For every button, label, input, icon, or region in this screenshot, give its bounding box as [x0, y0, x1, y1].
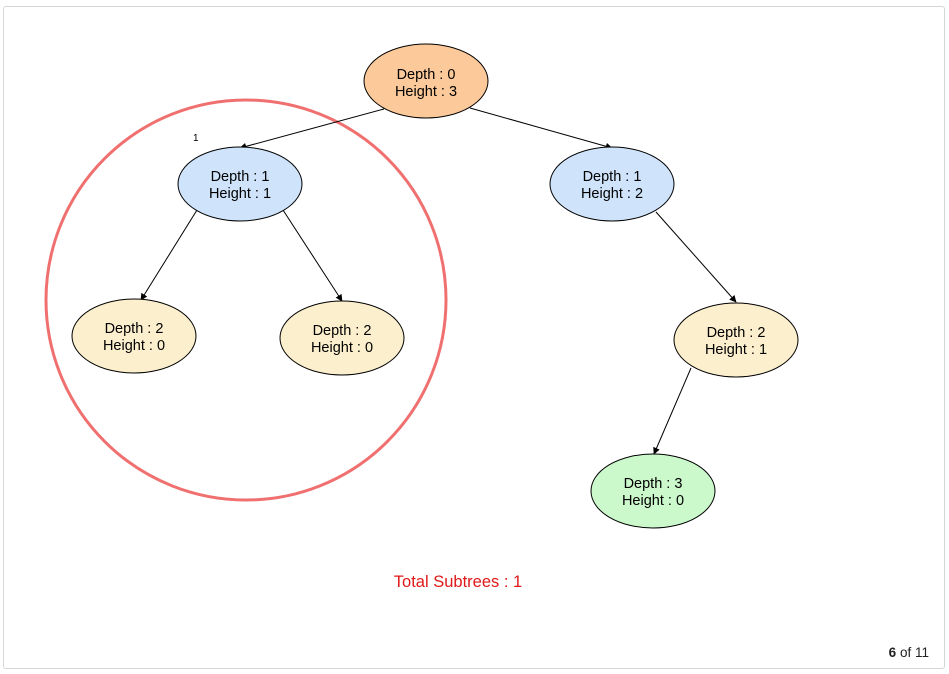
- node-left-height: Height : 1: [209, 186, 271, 202]
- node-root-shape: [363, 43, 489, 119]
- node-right-right-height: Height : 1: [705, 342, 767, 358]
- node-deep-leaf-depth: Depth : 3: [624, 476, 683, 492]
- tree-node-deep-leaf: Depth : 3 Height : 0: [590, 453, 716, 529]
- tree-node-root: Depth : 0 Height : 3: [363, 43, 489, 119]
- edge-left-leftleaf: [140, 209, 198, 301]
- tree-node-left-right: Depth : 2 Height : 0: [279, 300, 405, 376]
- node-left-depth: Depth : 1: [211, 169, 270, 185]
- node-right-right-shape: [673, 302, 799, 378]
- node-root-height: Height : 3: [395, 84, 457, 100]
- node-left-left-depth: Depth : 2: [105, 321, 164, 337]
- node-right-right-depth: Depth : 2: [707, 325, 766, 341]
- node-root-depth: Depth : 0: [397, 67, 456, 83]
- node-left-shape: [177, 146, 303, 222]
- total-subtrees-label: Total Subtrees : 1: [393, 573, 523, 591]
- pager-total: 11: [914, 645, 929, 660]
- highlight-circle: [44, 98, 448, 502]
- node-left-right-shape: [279, 300, 405, 376]
- node-left-left-shape: [71, 298, 197, 374]
- node-right-shape: [549, 146, 675, 222]
- edge-root-right: [469, 107, 613, 150]
- tree-node-right-right: Depth : 2 Height : 1: [673, 302, 799, 378]
- edge-right-child: [655, 211, 737, 303]
- node-right-height: Height : 2: [581, 186, 643, 202]
- tree-node-left-left: Depth : 2 Height : 0: [71, 298, 197, 374]
- tree-node-left: Depth : 1 Height : 1: [177, 146, 303, 222]
- edge-root-left: [239, 108, 385, 150]
- pager-of: of: [899, 645, 912, 660]
- node-right-depth: Depth : 1: [583, 169, 642, 185]
- pager-current: 6: [888, 645, 897, 660]
- edges-group: [140, 107, 737, 455]
- highlight-marker-label: 1: [193, 133, 199, 144]
- node-left-right-depth: Depth : 2: [313, 323, 372, 339]
- node-left-right-height: Height : 0: [311, 340, 373, 356]
- slide-pager: 6 of 11: [889, 645, 929, 660]
- node-deep-leaf-shape: [590, 453, 716, 529]
- tree-node-right: Depth : 1 Height : 2: [549, 146, 675, 222]
- edge-left-rightleaf: [282, 209, 343, 302]
- edge-rightchild-leaf: [653, 367, 692, 455]
- node-deep-leaf-height: Height : 0: [622, 493, 684, 509]
- node-left-left-height: Height : 0: [103, 338, 165, 354]
